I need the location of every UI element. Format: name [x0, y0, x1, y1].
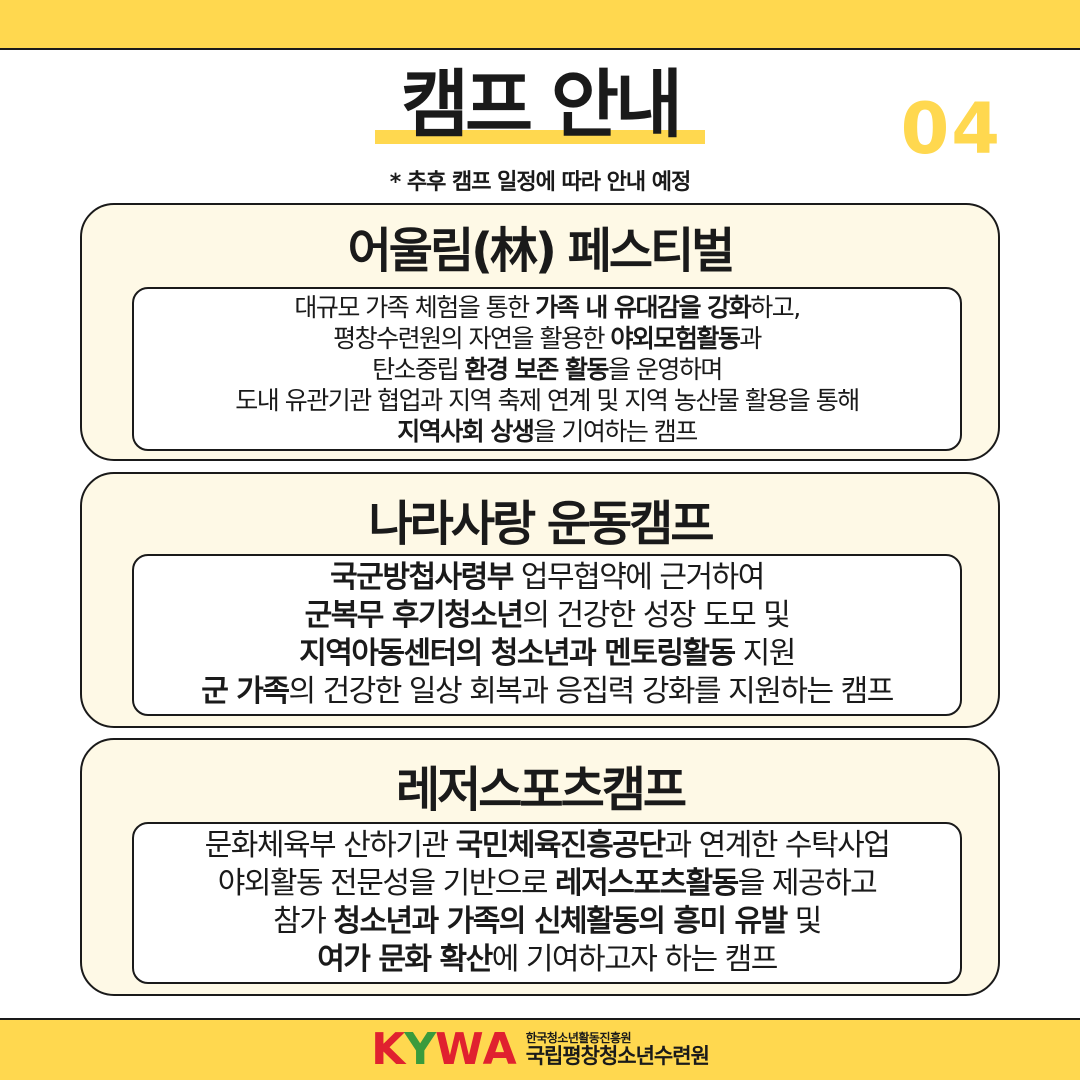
page-title-text: 캠프 안내 [400, 62, 683, 148]
highlighted-text: 야외모험활동 [610, 323, 741, 353]
page-subtitle: * 추후 캠프 일정에 따라 안내 예정 [389, 170, 692, 195]
description-line: 군 가족의 건강한 일상 회복과 응집력 강화를 지원하는 캠프 [134, 673, 960, 711]
org-parent-name: 한국청소년활동진흥원 [525, 1030, 632, 1045]
description-text: 및 [786, 904, 823, 939]
highlighted-text: 군복무 후기청소년 [304, 598, 524, 633]
logo-letter: A [482, 1024, 517, 1075]
description-text: 문화체육부 산하기관 [204, 828, 456, 863]
highlighted-text: 지역아동센터의 청소년과 멘토링활동 [299, 636, 736, 671]
description-line: 야외활동 전문성을 기반으로 레저스포츠활동을 제공하고 [134, 865, 960, 903]
kywa-logo: K Y W A [371, 1024, 517, 1075]
highlighted-text: 레저스포츠활동 [555, 866, 739, 901]
page-number: 04 [900, 88, 1002, 170]
description-text: 하고, [750, 292, 801, 322]
description-text: 대규모 가족 체험을 통한 [294, 292, 536, 322]
description-line: 대규모 가족 체험을 통한 가족 내 유대감을 강화하고, [134, 292, 960, 323]
description-line: 참가 청소년과 가족의 신체활동의 흥미 유발 및 [134, 903, 960, 941]
camp-card-title: 레저스포츠캠프 [395, 762, 687, 818]
camp-card-festival: 어울림(林) 페스티벌 대규모 가족 체험을 통한 가족 내 유대감을 강화하고… [80, 203, 1000, 461]
description-line: 지역사회 상생을 기여하는 캠프 [134, 416, 960, 447]
description-text: 의 건강한 일상 회복과 응집력 강화를 지원하는 캠프 [288, 674, 894, 709]
organization-name: 한국청소년활동진흥원 국립평창청소년수련원 [525, 1030, 710, 1069]
description-text: 평창수련원의 자연을 활용한 [333, 323, 611, 353]
description-line: 탄소중립 환경 보존 활동을 운영하며 [134, 354, 960, 385]
description-text: 지원 [734, 636, 797, 671]
description-line: 군복무 후기청소년의 건강한 성장 도모 및 [134, 597, 960, 635]
camp-card-title: 나라사랑 운동캠프 [368, 496, 715, 552]
description-text: 의 건강한 성장 도모 및 [522, 598, 791, 633]
footer-banner: K Y W A 한국청소년활동진흥원 국립평창청소년수련원 [0, 1018, 1080, 1080]
description-text: 을 제공하고 [737, 866, 878, 901]
description-text: 을 운영하며 [607, 354, 723, 384]
description-text: 에 기여하고자 하는 캠프 [491, 942, 779, 977]
title-area: 캠프 안내 [0, 62, 1080, 148]
description-text: 도내 유관기관 협업과 지역 축제 연계 및 지역 농산물 활용을 통해 [235, 385, 860, 415]
top-banner [0, 0, 1080, 50]
description-line: 국군방첩사령부 업무협약에 근거하여 [134, 559, 960, 597]
highlighted-text: 국군방첩사령부 [330, 560, 514, 595]
description-text: 을 기여하는 캠프 [533, 416, 698, 446]
logo-letter: K [371, 1024, 405, 1075]
description-text: 과 연계한 수탁사업 [664, 828, 890, 863]
description-line: 평창수련원의 자연을 활용한 야외모험활동과 [134, 323, 960, 354]
camp-card-title: 어울림(林) 페스티벌 [347, 223, 736, 279]
description-text: 탄소중립 [372, 354, 465, 384]
description-text: 참가 [273, 904, 334, 939]
description-line: 도내 유관기관 협업과 지역 축제 연계 및 지역 농산물 활용을 통해 [134, 385, 960, 416]
page-title: 캠프 안내 [374, 62, 706, 148]
highlighted-text: 국민체육진흥공단 [455, 828, 666, 863]
camp-card-description: 대규모 가족 체험을 통한 가족 내 유대감을 강화하고,평창수련원의 자연을 … [132, 287, 962, 451]
logo-letter: W [435, 1024, 484, 1075]
description-line: 문화체육부 산하기관 국민체육진흥공단과 연계한 수탁사업 [134, 827, 960, 865]
highlighted-text: 지역사회 상생 [397, 416, 535, 446]
description-text: 업무협약에 근거하여 [512, 560, 765, 595]
org-main-name: 국립평창청소년수련원 [525, 1044, 710, 1069]
logo-letter: Y [404, 1024, 436, 1075]
highlighted-text: 가족 내 유대감을 강화 [535, 292, 752, 322]
highlighted-text: 청소년과 가족의 신체활동의 흥미 유발 [333, 904, 788, 939]
description-line: 여가 문화 확산에 기여하고자 하는 캠프 [134, 941, 960, 979]
description-text: 야외활동 전문성을 기반으로 [217, 866, 556, 901]
description-line: 지역아동센터의 청소년과 멘토링활동 지원 [134, 635, 960, 673]
highlighted-text: 군 가족 [201, 674, 290, 709]
highlighted-text: 환경 보존 활동 [464, 354, 610, 384]
description-text: 과 [739, 323, 762, 353]
highlighted-text: 여가 문화 확산 [317, 942, 493, 977]
